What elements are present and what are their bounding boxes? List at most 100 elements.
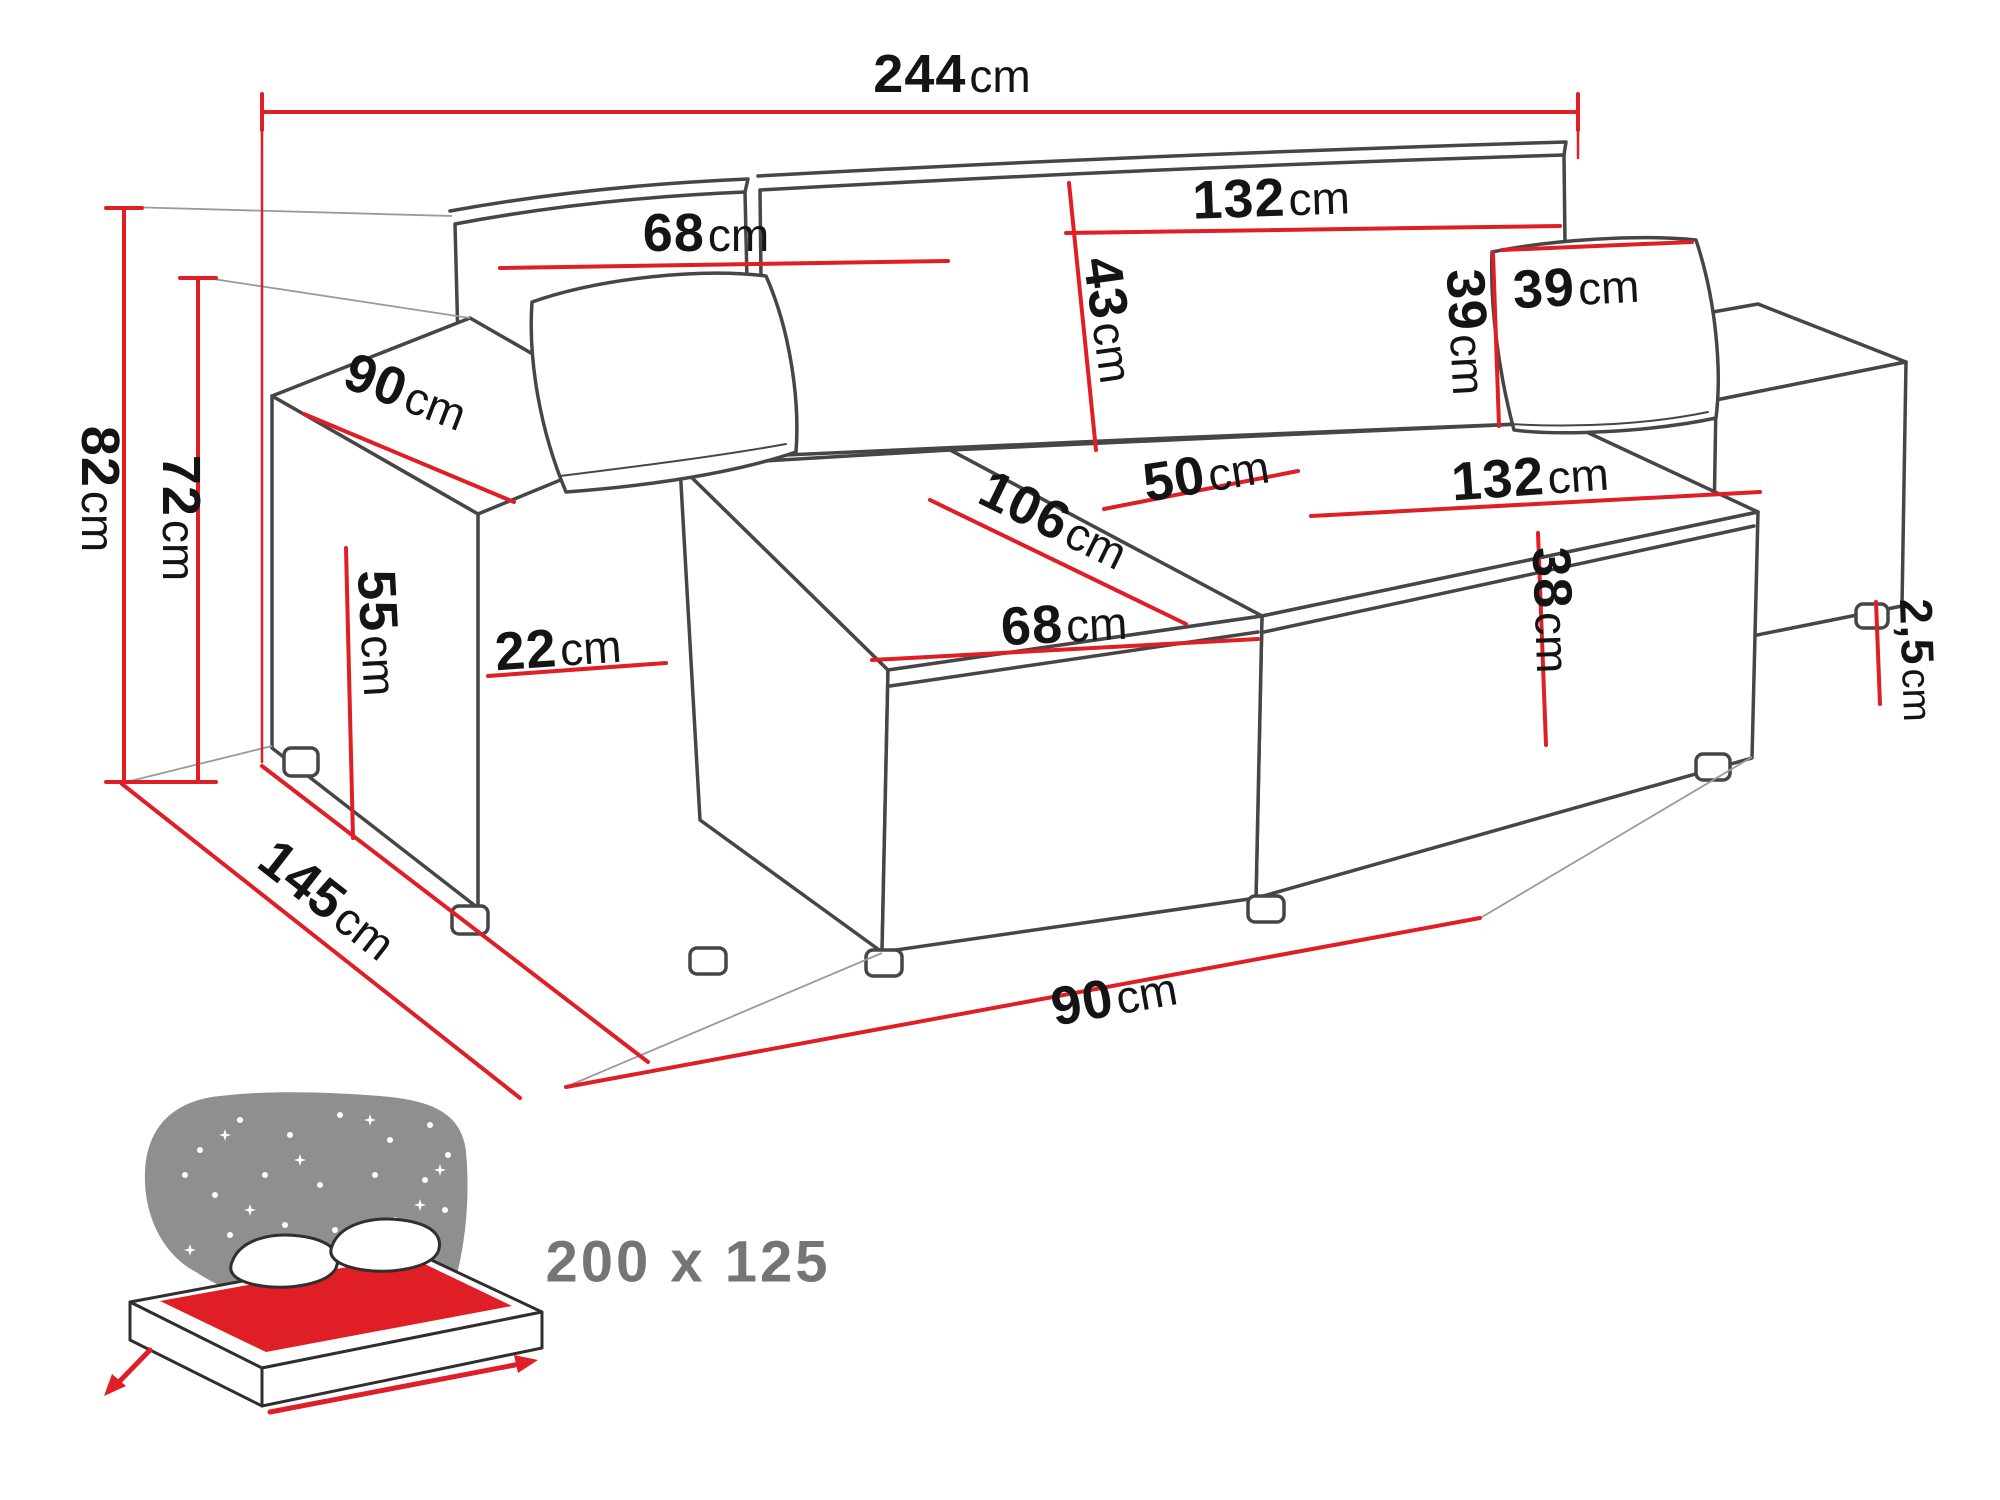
star-icon bbox=[197, 1147, 203, 1153]
dimension-unit: cm bbox=[72, 490, 124, 553]
dimension-value: 2,5 bbox=[1889, 597, 1945, 667]
sleeping-area-size-label: 200 x 125 bbox=[545, 1229, 831, 1295]
dimension-label-seat-right-width: 132cm bbox=[1449, 445, 1611, 513]
star-icon bbox=[337, 1112, 343, 1118]
dimension-unit: cm bbox=[1576, 259, 1641, 315]
dimension-value: 55 bbox=[345, 568, 409, 634]
dimension-unit: cm bbox=[1545, 447, 1611, 504]
dimension-value: 39 bbox=[1511, 257, 1577, 321]
star-icon bbox=[427, 1122, 433, 1128]
dim-line-front-depth bbox=[564, 916, 1482, 1089]
dimension-label-back-left-width: 68cm bbox=[643, 206, 769, 260]
dim-line-seat-front-height bbox=[1536, 531, 1548, 747]
dim-line-leg-height bbox=[1874, 600, 1882, 706]
dimension-value: 90 bbox=[1046, 967, 1119, 1038]
sofa-right-pillow-crease bbox=[1509, 411, 1709, 427]
dimension-unit: cm bbox=[351, 633, 407, 698]
dimension-label-armrest-width: 22cm bbox=[492, 617, 624, 683]
dimension-unit: cm bbox=[1287, 171, 1351, 226]
dimension-unit: cm bbox=[1111, 962, 1182, 1025]
dim-line-pillow-height bbox=[1491, 251, 1501, 428]
leader-line bbox=[125, 206, 453, 217]
sofa-seat-front-piping bbox=[1262, 524, 1756, 634]
pillow-icon bbox=[329, 1217, 441, 1273]
dimension-value: 132 bbox=[1449, 446, 1547, 513]
sofa-foot bbox=[864, 948, 904, 978]
sparkle-star-icon bbox=[219, 1129, 231, 1141]
star-icon bbox=[182, 1172, 188, 1178]
sofa-foot bbox=[1246, 894, 1286, 924]
leader-line bbox=[1481, 756, 1753, 918]
dimension-value: 72 bbox=[151, 454, 211, 517]
star-icon bbox=[262, 1172, 268, 1178]
dim-line-chaise-inner-length bbox=[928, 498, 1188, 626]
dimension-value: 38 bbox=[1520, 545, 1583, 610]
sparkle-star-icon bbox=[414, 1199, 426, 1211]
star-icon bbox=[422, 1177, 428, 1183]
dim-line-total-depth-outer bbox=[120, 782, 522, 1100]
sofa-foot bbox=[688, 946, 728, 976]
dimension-label-leg-height: 2,5cm bbox=[1889, 597, 1945, 723]
arrowhead-icon bbox=[104, 1374, 126, 1396]
dimension-value: 39 bbox=[1434, 267, 1498, 333]
star-icon bbox=[442, 1207, 448, 1213]
dim-line-back-left-width bbox=[498, 259, 950, 270]
star-icon bbox=[212, 1192, 218, 1198]
leader-line bbox=[199, 276, 471, 319]
dimension-unit: cm bbox=[707, 209, 770, 261]
dim-line-seat-right-width bbox=[1309, 490, 1762, 518]
star-icon bbox=[387, 1137, 393, 1143]
dimension-value: 22 bbox=[492, 618, 559, 683]
star-icon bbox=[332, 1227, 338, 1233]
dimension-label-seat-front-height: 38cm bbox=[1520, 545, 1583, 675]
dimension-unit: cm bbox=[1525, 611, 1580, 675]
sofa-foot bbox=[1694, 752, 1732, 782]
dimension-label-pillow-width: 39cm bbox=[1511, 257, 1641, 321]
star-icon bbox=[237, 1117, 243, 1123]
star-icon bbox=[227, 1232, 233, 1238]
sofa-right-pillow bbox=[1489, 235, 1720, 435]
dim-line-armrest-width bbox=[486, 661, 668, 678]
mattress-pillows bbox=[229, 1217, 441, 1289]
sofa-chaise-front bbox=[880, 614, 1264, 954]
dimension-label-total-width: 244cm bbox=[873, 47, 1030, 101]
sofa-left-pillow-crease bbox=[559, 443, 787, 477]
dimension-unit: cm bbox=[969, 50, 1031, 102]
dim-line-chaise-seat-width bbox=[870, 637, 1260, 662]
size-arrows bbox=[104, 1347, 538, 1415]
sparkle-star-icon bbox=[434, 1164, 446, 1176]
dimension-unit: cm bbox=[1893, 667, 1940, 723]
sparkle-star-icon bbox=[244, 1204, 256, 1216]
dim-line-armrest-depth bbox=[302, 412, 516, 504]
dim-line-back-right-width bbox=[1064, 224, 1562, 235]
dimension-value: 132 bbox=[1191, 167, 1287, 231]
star-icon bbox=[282, 1222, 288, 1228]
dimension-value: 68 bbox=[999, 594, 1065, 658]
sparkle-star-icon bbox=[364, 1114, 376, 1126]
dimension-label-back-right-width: 132cm bbox=[1191, 168, 1351, 231]
sofa-back-right-piping bbox=[756, 140, 1568, 178]
dimension-label-pillow-height: 39cm bbox=[1434, 267, 1499, 397]
dimension-label-chaise-seat-width: 68cm bbox=[999, 594, 1129, 658]
dimension-unit: cm bbox=[1204, 440, 1273, 502]
pillow-icon bbox=[229, 1233, 339, 1289]
star-icon bbox=[317, 1182, 323, 1188]
dim-line-pillow-width bbox=[1500, 240, 1694, 252]
dimension-value: 43 bbox=[1071, 253, 1140, 324]
dim-line-total-depth-inner bbox=[260, 764, 650, 1064]
dimension-value: 244 bbox=[873, 44, 967, 104]
dimension-label-armrest-height: 55cm bbox=[345, 568, 410, 698]
star-icon bbox=[287, 1132, 293, 1138]
dimension-unit: cm bbox=[558, 619, 624, 676]
dimension-unit: cm bbox=[1064, 596, 1129, 652]
sparkle-star-icon bbox=[294, 1154, 306, 1166]
dim-line-armrest-height bbox=[344, 546, 355, 840]
dimension-unit: cm bbox=[1440, 332, 1496, 397]
sofa-foot bbox=[282, 746, 320, 778]
mattress-red-surface bbox=[160, 1256, 512, 1352]
dimension-value: 50 bbox=[1138, 444, 1210, 514]
star-icon bbox=[445, 1152, 451, 1158]
dim-line-seat-back-depth bbox=[1102, 469, 1300, 511]
